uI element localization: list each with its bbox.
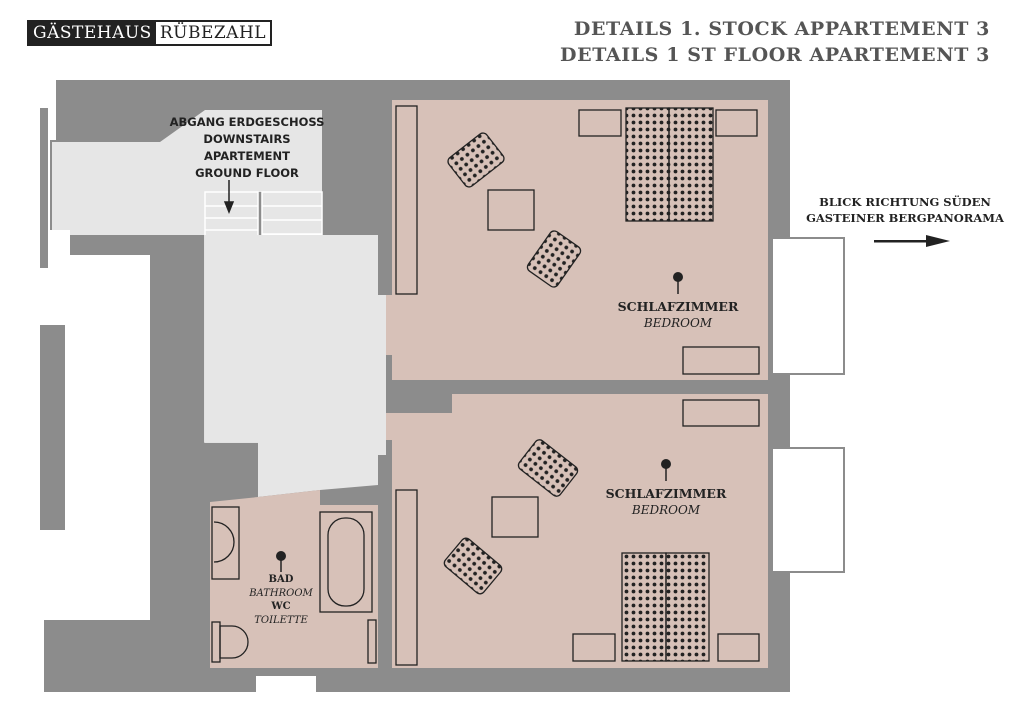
sideboard-1 bbox=[682, 346, 760, 375]
window-bottom bbox=[256, 676, 316, 692]
page-title-line1: DETAILS 1. STOCK APPARTEMENT 3 bbox=[573, 18, 990, 40]
bathroom-name: BAD bbox=[268, 574, 294, 585]
table-1 bbox=[487, 189, 535, 231]
table-2 bbox=[491, 496, 539, 538]
bathroom-sub: BATHROOM bbox=[249, 587, 313, 599]
pin-bathroom bbox=[276, 551, 286, 572]
stair-label-line3: APARTEMENT bbox=[204, 149, 290, 163]
window-right-2 bbox=[771, 447, 845, 573]
bed-1a bbox=[625, 107, 670, 222]
view-arrow bbox=[874, 235, 950, 247]
stair-landing bbox=[52, 110, 322, 235]
bathtub-inner bbox=[327, 517, 365, 607]
bedroom1-sub: BEDROOM bbox=[643, 316, 713, 330]
stair-label: ABGANG ERDGESCHOSS DOWNSTAIRS APARTEMENT… bbox=[166, 114, 328, 182]
stair-label-line4: GROUND FLOOR bbox=[195, 166, 299, 180]
bedroom2-sub: BEDROOM bbox=[631, 503, 701, 517]
chair-1a bbox=[447, 132, 505, 188]
stair-label-line2: DOWNSTAIRS bbox=[203, 132, 291, 146]
bedroom2-label: SCHLAFZIMMER BEDROOM bbox=[588, 486, 744, 517]
door-opening-1 bbox=[386, 300, 392, 355]
bedroom2-furniture bbox=[395, 399, 760, 666]
page-title-line2: DETAILS 1 ST FLOOR APARTEMENT 3 bbox=[560, 44, 990, 66]
pin-bedroom1 bbox=[673, 272, 683, 294]
toilet-bowl bbox=[219, 625, 249, 659]
chair-2a bbox=[517, 439, 579, 497]
bathroom-floor bbox=[210, 490, 378, 668]
stair-label-line1: ABGANG ERDGESCHOSS bbox=[169, 115, 325, 129]
bed-2b bbox=[665, 552, 710, 662]
wardrobe-1 bbox=[395, 105, 418, 295]
chair-1b bbox=[526, 230, 582, 288]
view-label-line1: BLICK RICHTUNG SÜDEN bbox=[819, 195, 991, 209]
logo: GÄSTEHAUS RÜBEZAHL bbox=[27, 20, 273, 46]
wc-name: WC bbox=[271, 601, 291, 612]
sink-bowl bbox=[213, 521, 235, 563]
shelf bbox=[367, 619, 377, 664]
bed-2a bbox=[621, 552, 667, 662]
bedroom1-label: SCHLAFZIMMER BEDROOM bbox=[600, 299, 756, 330]
nightstand-1a bbox=[578, 109, 622, 137]
bedroom1-name: SCHLAFZIMMER bbox=[617, 299, 739, 314]
bedroom1-furniture bbox=[395, 105, 760, 375]
bedroom2-floor bbox=[386, 394, 768, 668]
corridor bbox=[205, 235, 386, 497]
left-window bbox=[40, 325, 65, 530]
wc-sub: TOILETTE bbox=[254, 614, 308, 626]
pin-bedroom2 bbox=[661, 459, 671, 481]
bathroom-label: BAD BATHROOM WC TOILETTE bbox=[241, 573, 321, 627]
nightstand-1b bbox=[715, 109, 758, 137]
window-right-1 bbox=[771, 237, 845, 375]
nightstand-2a bbox=[572, 633, 616, 662]
sideboard-2 bbox=[682, 399, 760, 427]
chair-2b bbox=[443, 537, 503, 595]
view-label: BLICK RICHTUNG SÜDEN GASTEINER BERGPANOR… bbox=[798, 194, 1012, 226]
nightstand-2b bbox=[717, 633, 760, 662]
logo-part1: GÄSTEHAUS bbox=[29, 22, 156, 44]
left-void bbox=[40, 80, 150, 692]
logo-part2: RÜBEZAHL bbox=[155, 22, 271, 44]
view-label-line2: GASTEINER BERGPANORAMA bbox=[806, 211, 1004, 225]
bed-1b bbox=[668, 107, 714, 222]
bathtub bbox=[319, 511, 373, 613]
wardrobe-2 bbox=[395, 489, 418, 666]
bathroom-fixtures bbox=[211, 506, 377, 664]
bedroom2-name: SCHLAFZIMMER bbox=[605, 486, 727, 501]
stair-arrow bbox=[223, 180, 235, 215]
sink bbox=[211, 506, 240, 580]
